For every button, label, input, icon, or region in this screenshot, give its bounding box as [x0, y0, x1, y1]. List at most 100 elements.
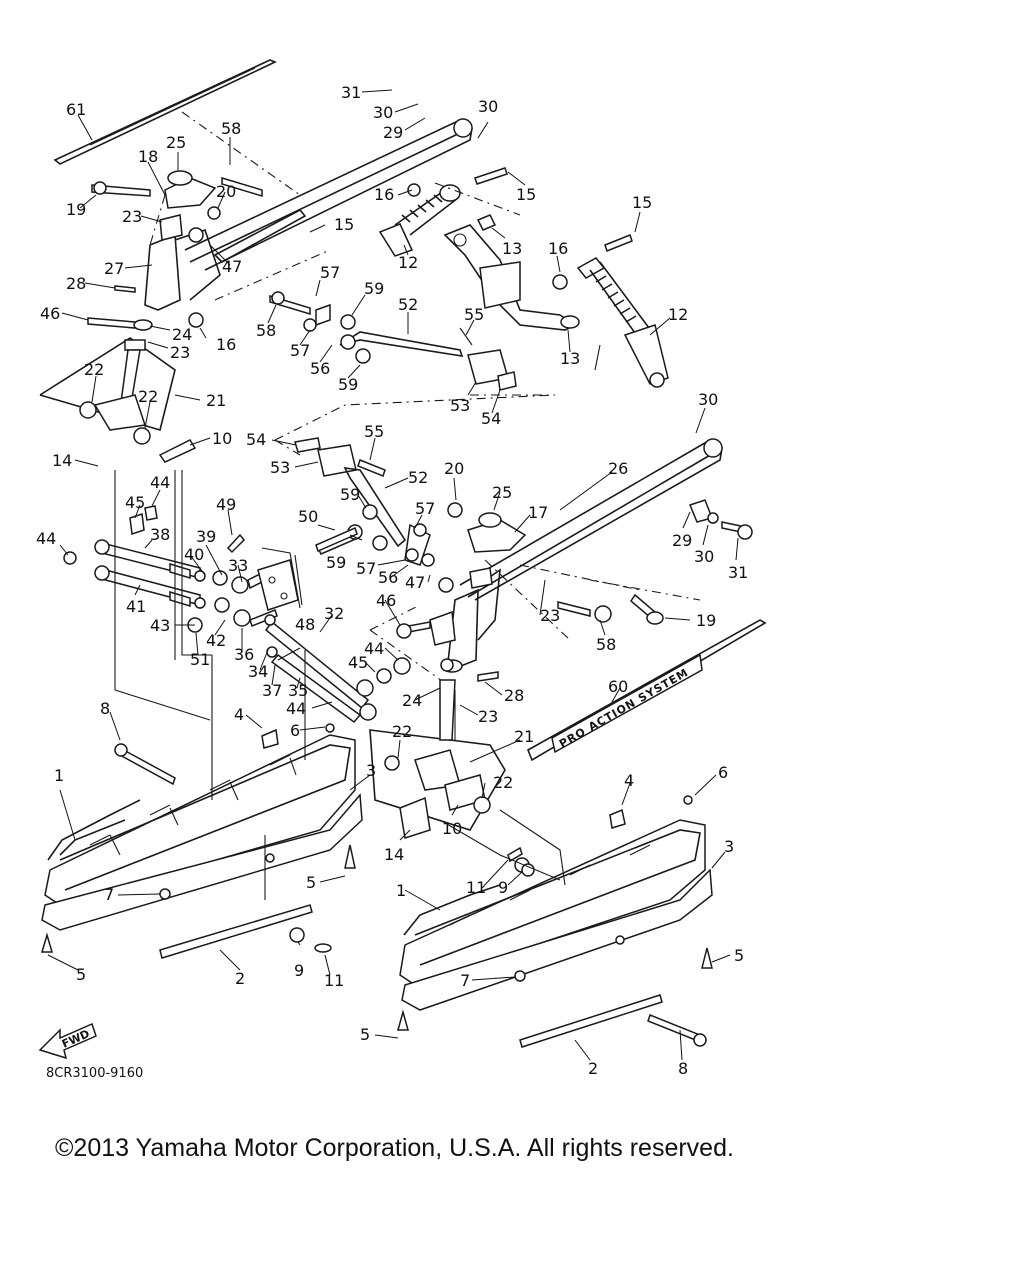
callout-59: 59 [340, 485, 360, 504]
callout-26: 26 [608, 459, 628, 478]
callout-35: 35 [288, 681, 308, 700]
callout-36: 36 [234, 645, 254, 664]
leader-lines [47, 89, 739, 1061]
callout-4: 4 [234, 705, 244, 724]
callout-8: 8 [678, 1059, 688, 1078]
callout-54: 54 [481, 409, 501, 428]
callout-52: 52 [398, 295, 418, 314]
callout-19: 19 [696, 611, 716, 630]
callout-23: 23 [540, 606, 560, 625]
callout-8: 8 [100, 699, 110, 718]
callout-43: 43 [150, 616, 170, 635]
callout-30: 30 [478, 97, 498, 116]
callout-20: 20 [216, 182, 236, 201]
callout-20: 20 [444, 459, 464, 478]
reference-lines [114, 470, 701, 900]
upper-spindle-housing [87, 170, 263, 331]
lower-spindle-group [369, 658, 530, 873]
callout-58: 58 [221, 119, 241, 138]
callout-28: 28 [66, 274, 86, 293]
callout-11: 11 [324, 971, 344, 990]
callout-55: 55 [464, 305, 484, 324]
callout-56: 56 [310, 359, 330, 378]
callout-47: 47 [405, 573, 425, 592]
callout-5: 5 [306, 873, 316, 892]
callout-17: 17 [528, 503, 548, 522]
callout-51: 51 [190, 650, 210, 669]
callout-12: 12 [398, 253, 418, 272]
callout-37: 37 [262, 681, 282, 700]
callout-31: 31 [728, 563, 748, 582]
callout-39: 39 [196, 527, 216, 546]
callout-19: 19 [66, 200, 86, 219]
callout-45: 45 [348, 653, 368, 672]
callout-58: 58 [596, 635, 616, 654]
callout-22: 22 [138, 387, 158, 406]
callout-7: 7 [104, 885, 114, 904]
callout-13: 13 [502, 239, 522, 258]
callout-21: 21 [206, 391, 226, 410]
callout-53: 53 [270, 458, 290, 477]
callout-16: 16 [374, 185, 394, 204]
callout-24: 24 [172, 325, 192, 344]
callout-50: 50 [298, 507, 318, 526]
callout-24: 24 [402, 691, 422, 710]
callout-38: 38 [150, 525, 170, 544]
callout-13: 13 [560, 349, 580, 368]
callout-56: 56 [378, 568, 398, 587]
decal-61 [53, 59, 277, 165]
callout-28: 28 [504, 686, 524, 705]
callout-59: 59 [364, 279, 384, 298]
callout-44: 44 [150, 473, 170, 492]
callout-1: 1 [54, 766, 64, 785]
callout-33: 33 [228, 556, 248, 575]
callout-30: 30 [694, 547, 714, 566]
callout-22: 22 [392, 722, 412, 741]
exploded-parts-diagram: PRO ACTION SYSTEM FWD [36, 59, 767, 1078]
callout-52: 52 [408, 468, 428, 487]
callout-48: 48 [295, 615, 315, 634]
callout-4: 4 [624, 771, 634, 790]
callout-7: 7 [460, 971, 470, 990]
right-shock-absorber [552, 234, 669, 388]
link-group-box [274, 394, 556, 456]
callout-15: 15 [334, 215, 354, 234]
forward-arrow-icon: FWD [38, 1022, 97, 1060]
callout-30: 30 [373, 103, 393, 122]
callout-31: 31 [341, 83, 361, 102]
callout-12: 12 [668, 305, 688, 324]
left-ski [40, 723, 363, 959]
center-mount-plate [257, 547, 303, 611]
callout-44: 44 [36, 529, 56, 548]
callout-42: 42 [206, 631, 226, 650]
callout-5: 5 [734, 946, 744, 965]
callout-59: 59 [326, 553, 346, 572]
callout-49: 49 [216, 495, 236, 514]
callout-1: 1 [396, 881, 406, 900]
callout-30: 30 [698, 390, 718, 409]
callout-5: 5 [76, 965, 86, 984]
callout-23: 23 [122, 207, 142, 226]
callout-3: 3 [724, 837, 734, 856]
callout-15: 15 [516, 185, 536, 204]
callout-53: 53 [450, 396, 470, 415]
diagram-part-code: 8CR3100-9160 [46, 1066, 144, 1081]
callout-44: 44 [286, 699, 306, 718]
upper-stabilizer-link [269, 291, 555, 396]
callout-54: 54 [246, 430, 266, 449]
callout-57: 57 [356, 559, 376, 578]
callout-57: 57 [290, 341, 310, 360]
callout-47: 47 [222, 257, 242, 276]
lower-stabilizer-link [294, 437, 454, 593]
callout-9: 9 [294, 961, 304, 980]
decal-60: PRO ACTION SYSTEM [526, 619, 767, 762]
upper-spindle-group [39, 337, 197, 463]
upper-shock-absorber [378, 167, 521, 257]
callout-22: 22 [84, 360, 104, 379]
callout-16: 16 [548, 239, 568, 258]
lower-ski-arm [447, 438, 753, 641]
callout-45: 45 [125, 493, 145, 512]
callout-11: 11 [466, 878, 486, 897]
callout-21: 21 [514, 727, 534, 746]
callout-46: 46 [40, 304, 60, 323]
